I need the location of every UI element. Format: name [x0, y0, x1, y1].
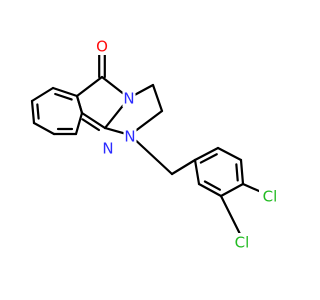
bond-line: [151, 83, 164, 113]
bond-line: [239, 158, 245, 186]
atom-label-background: [101, 139, 115, 157]
bond-line: [128, 133, 174, 176]
atom-n2: N: [101, 139, 115, 158]
bond-line: [193, 158, 201, 186]
bond-lines: [30, 44, 270, 240]
atom-label-background: [259, 187, 281, 205]
atom-label-background: [95, 37, 109, 55]
atom-n3: N: [123, 127, 137, 146]
bond-line: [219, 182, 245, 198]
atom-label-oxygen: O: [96, 38, 108, 56]
atom-label-nitrogen: N: [124, 128, 135, 146]
bond-line: [193, 146, 220, 162]
bond-line: [216, 146, 243, 162]
atom-label-nitrogen: N: [123, 90, 134, 108]
atom-label-background: [231, 233, 253, 251]
bond-line: [32, 121, 56, 136]
bond-line: [170, 158, 197, 176]
atom-label-background: [123, 127, 137, 145]
atom-label-chlorine: Cl: [263, 188, 278, 206]
bond-line: [74, 111, 84, 136]
bond-line: [197, 182, 223, 198]
bond-line: [235, 163, 239, 182]
bond-line: [199, 153, 218, 164]
bond-line: [219, 194, 244, 240]
atom-cl1: Cl: [259, 187, 281, 206]
atom-cl2: Cl: [231, 233, 253, 252]
atom-o: O: [95, 37, 109, 56]
bond-line: [36, 103, 40, 120]
bond-line: [30, 99, 36, 125]
bond-line: [51, 86, 79, 98]
bond-line: [54, 92, 73, 101]
atom-n1: N: [122, 89, 136, 108]
bond-line: [81, 118, 101, 132]
bond-line: [75, 75, 104, 98]
atom-label-background: [122, 89, 136, 107]
atom-label-chlorine: Cl: [235, 234, 250, 252]
atom-label-nitrogen: N: [102, 140, 113, 158]
bond-line: [80, 111, 107, 130]
bond-line: [203, 180, 221, 191]
bond-line: [30, 86, 55, 103]
bond-line: [75, 94, 84, 115]
